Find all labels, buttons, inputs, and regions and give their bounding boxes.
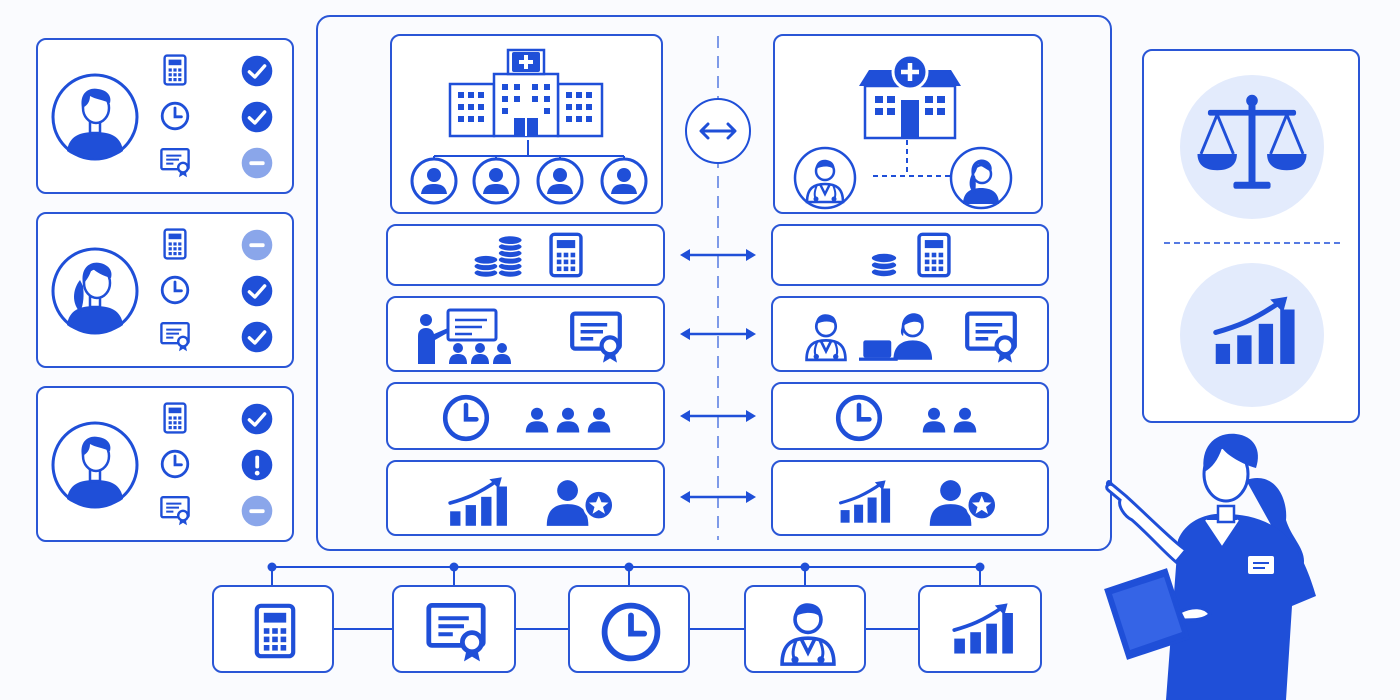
staff-card-1[interactable] — [36, 38, 294, 194]
clock-icon — [440, 392, 492, 444]
double-arrow-icon — [678, 406, 758, 426]
growth-chart-icon — [950, 601, 1014, 657]
certificate-icon — [159, 146, 191, 178]
star-user-icon — [542, 476, 616, 528]
check-icon — [240, 320, 274, 354]
calculator-icon — [159, 228, 191, 260]
check-icon — [240, 402, 274, 436]
certificate-icon — [568, 308, 624, 364]
doctor-icon — [799, 308, 853, 362]
clock-icon — [598, 599, 664, 665]
double-arrow-icon — [678, 324, 758, 344]
clinic-staff-lines — [873, 140, 951, 177]
calculator-icon — [159, 54, 191, 86]
hospital-cost-row[interactable] — [386, 224, 665, 286]
nurse-laptop-icon — [859, 308, 945, 362]
large-hospital-card[interactable] — [390, 34, 663, 214]
certificate-icon — [424, 599, 488, 663]
clinic-schedule-row[interactable] — [771, 382, 1049, 450]
clinic-growth-row[interactable] — [771, 460, 1049, 536]
check-icon — [240, 100, 274, 134]
hospital-schedule-row[interactable] — [386, 382, 665, 450]
double-arrow-icon — [678, 245, 758, 265]
staff-member-icon — [471, 156, 521, 206]
alert-icon — [240, 448, 274, 482]
certificate-icon — [159, 320, 191, 352]
calculator-icon — [911, 232, 957, 278]
double-arrow-icon[interactable] — [684, 97, 752, 165]
doctor-icon — [772, 595, 844, 667]
three-people-icon — [525, 407, 611, 433]
minus-icon — [240, 228, 274, 262]
two-people-icon — [922, 407, 977, 433]
timeline-step-certificate[interactable] — [392, 585, 516, 673]
staff-card-2[interactable] — [36, 212, 294, 368]
minus-icon — [240, 494, 274, 528]
clock-icon — [159, 448, 191, 480]
coin-stack-icon — [869, 249, 899, 279]
summary-panel[interactable] — [1142, 49, 1360, 423]
female-staff-icon — [50, 246, 140, 336]
small-clinic-card[interactable] — [773, 34, 1043, 214]
growth-circle — [1180, 263, 1324, 407]
clock-icon — [159, 100, 191, 132]
hospital-growth-row[interactable] — [386, 460, 665, 536]
timeline-step-clock[interactable] — [568, 585, 690, 673]
calculator-icon — [543, 232, 589, 278]
clinic-training-row[interactable] — [771, 296, 1049, 372]
balance-scale-icon — [1194, 89, 1310, 205]
growth-chart-icon — [446, 476, 508, 528]
calculator-icon — [247, 601, 303, 661]
training-presentation-icon — [414, 306, 524, 366]
timeline-step-calculator[interactable] — [212, 585, 334, 673]
growth-chart-icon — [837, 478, 891, 526]
divider-line — [1164, 242, 1340, 244]
minus-icon — [240, 146, 274, 180]
double-arrow-icon — [678, 487, 758, 507]
nurse-icon — [949, 146, 1013, 210]
clinic-cost-row[interactable] — [771, 224, 1049, 286]
star-user-icon — [925, 476, 999, 528]
staff-card-3[interactable] — [36, 386, 294, 542]
check-icon — [240, 54, 274, 88]
doctor-icon — [793, 146, 857, 210]
clock-icon — [833, 392, 885, 444]
timeline-step-growth[interactable] — [918, 585, 1042, 673]
coin-stack-icon — [471, 232, 527, 280]
check-icon — [240, 274, 274, 308]
staff-member-icon — [599, 156, 649, 206]
staff-member-icon — [409, 156, 459, 206]
calculator-icon — [159, 402, 191, 434]
staff-member-icon — [535, 156, 585, 206]
comparison-panel — [316, 15, 1112, 551]
certificate-icon — [963, 308, 1019, 364]
certificate-icon — [159, 494, 191, 526]
growth-chart-icon — [1210, 295, 1296, 367]
hospital-training-row[interactable] — [386, 296, 665, 372]
nurse-with-tablet-icon — [1096, 420, 1346, 700]
timeline-step-doctor[interactable] — [744, 585, 866, 673]
balance-circle — [1180, 75, 1324, 219]
male-staff-icon — [50, 420, 140, 510]
clock-icon — [159, 274, 191, 306]
male-staff-icon — [50, 72, 140, 162]
